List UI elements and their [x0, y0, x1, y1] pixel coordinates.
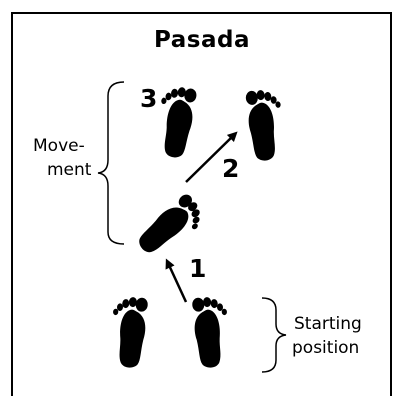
- step-1-foot-icon: [132, 191, 209, 264]
- diagram-title: Pasada: [154, 27, 250, 53]
- movement-label-line2: ment: [47, 160, 92, 180]
- starting-brace: [261, 297, 287, 373]
- movement-label-line1: Move-: [33, 136, 85, 156]
- step-number-1: 1: [189, 254, 207, 283]
- step-3-foot-icon: [153, 84, 198, 160]
- step-1-arrow: [165, 258, 188, 303]
- starting-label-line2: position: [292, 338, 360, 358]
- step-2-arrow: [185, 131, 238, 183]
- step-2-foot-icon: [245, 88, 286, 162]
- starting-label-line1: Starting: [294, 314, 362, 334]
- step-number-3: 3: [140, 84, 158, 113]
- start-right-foot-icon: [191, 295, 231, 369]
- movement-brace: [97, 81, 125, 245]
- start-left-foot-icon: [109, 295, 149, 369]
- diagram-frame: [11, 12, 392, 396]
- step-number-2: 2: [222, 154, 240, 183]
